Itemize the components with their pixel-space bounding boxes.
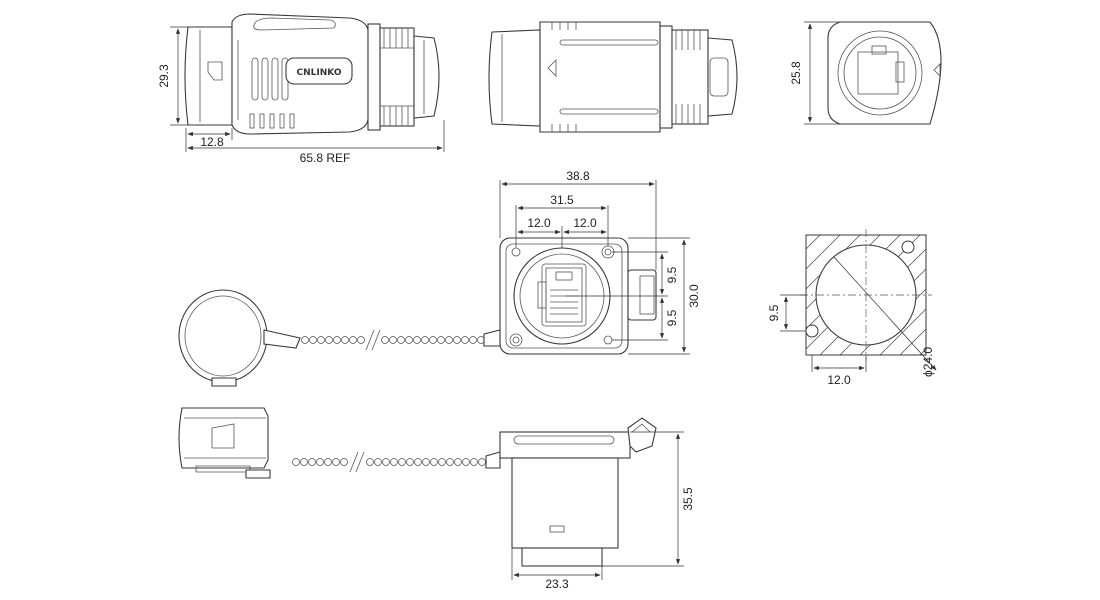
- dim-side-length: 65.8 REF: [300, 151, 351, 165]
- side-view-dimensions: 29.3 12.8 65.8 REF: [157, 26, 445, 165]
- receptacle-front-view: [499, 237, 657, 355]
- dim-front-width: 38.8: [566, 169, 590, 183]
- dim-bottom-height: 35.5: [681, 487, 695, 511]
- dim-side-height: 29.3: [157, 64, 171, 88]
- dim-bottom-width: 23.3: [545, 577, 569, 591]
- dim-end-height: 25.8: [789, 61, 803, 85]
- dim-front-height: 30.0: [687, 284, 701, 308]
- dust-cap-side: [178, 407, 271, 479]
- dim-panel-offset-y: 9.5: [767, 304, 781, 321]
- grip-ribs: [249, 57, 295, 129]
- dust-cap-front: [178, 289, 301, 387]
- dim-panel-offset-x: 12.0: [827, 373, 851, 387]
- brand-logo: CNLINKO: [297, 68, 342, 78]
- dim-side-tail: 12.8: [200, 135, 224, 149]
- dim-front-lower: 9.5: [665, 309, 679, 326]
- front-view-dimensions: 38.8 31.5 12.0 12.0 9.5 9.5 30.0: [499, 169, 701, 355]
- retaining-chain-lower: [292, 451, 501, 473]
- panel-cutout-dimensions: 9.5 12.0 ϕ24.0: [767, 256, 937, 387]
- receptacle-side-view: [499, 417, 657, 567]
- receptacle-side-dimensions: 35.5 23.3: [511, 431, 695, 591]
- dim-front-hole-spacing: 31.5: [550, 193, 574, 207]
- dim-panel-diameter: ϕ24.0: [921, 347, 935, 377]
- end-view-dimensions: 25.8: [789, 21, 840, 125]
- logo-plate: [285, 57, 353, 85]
- dim-front-half-left: 12.0: [527, 216, 551, 230]
- dim-front-upper: 9.5: [665, 266, 679, 283]
- end-view-connector: [827, 21, 942, 125]
- retaining-chain-upper: [301, 329, 501, 351]
- top-view-connector: [488, 21, 738, 133]
- side-view-connector: CNLINKO: [184, 13, 440, 135]
- dim-front-half-right: 12.0: [573, 216, 597, 230]
- panel-cutout: [800, 229, 932, 361]
